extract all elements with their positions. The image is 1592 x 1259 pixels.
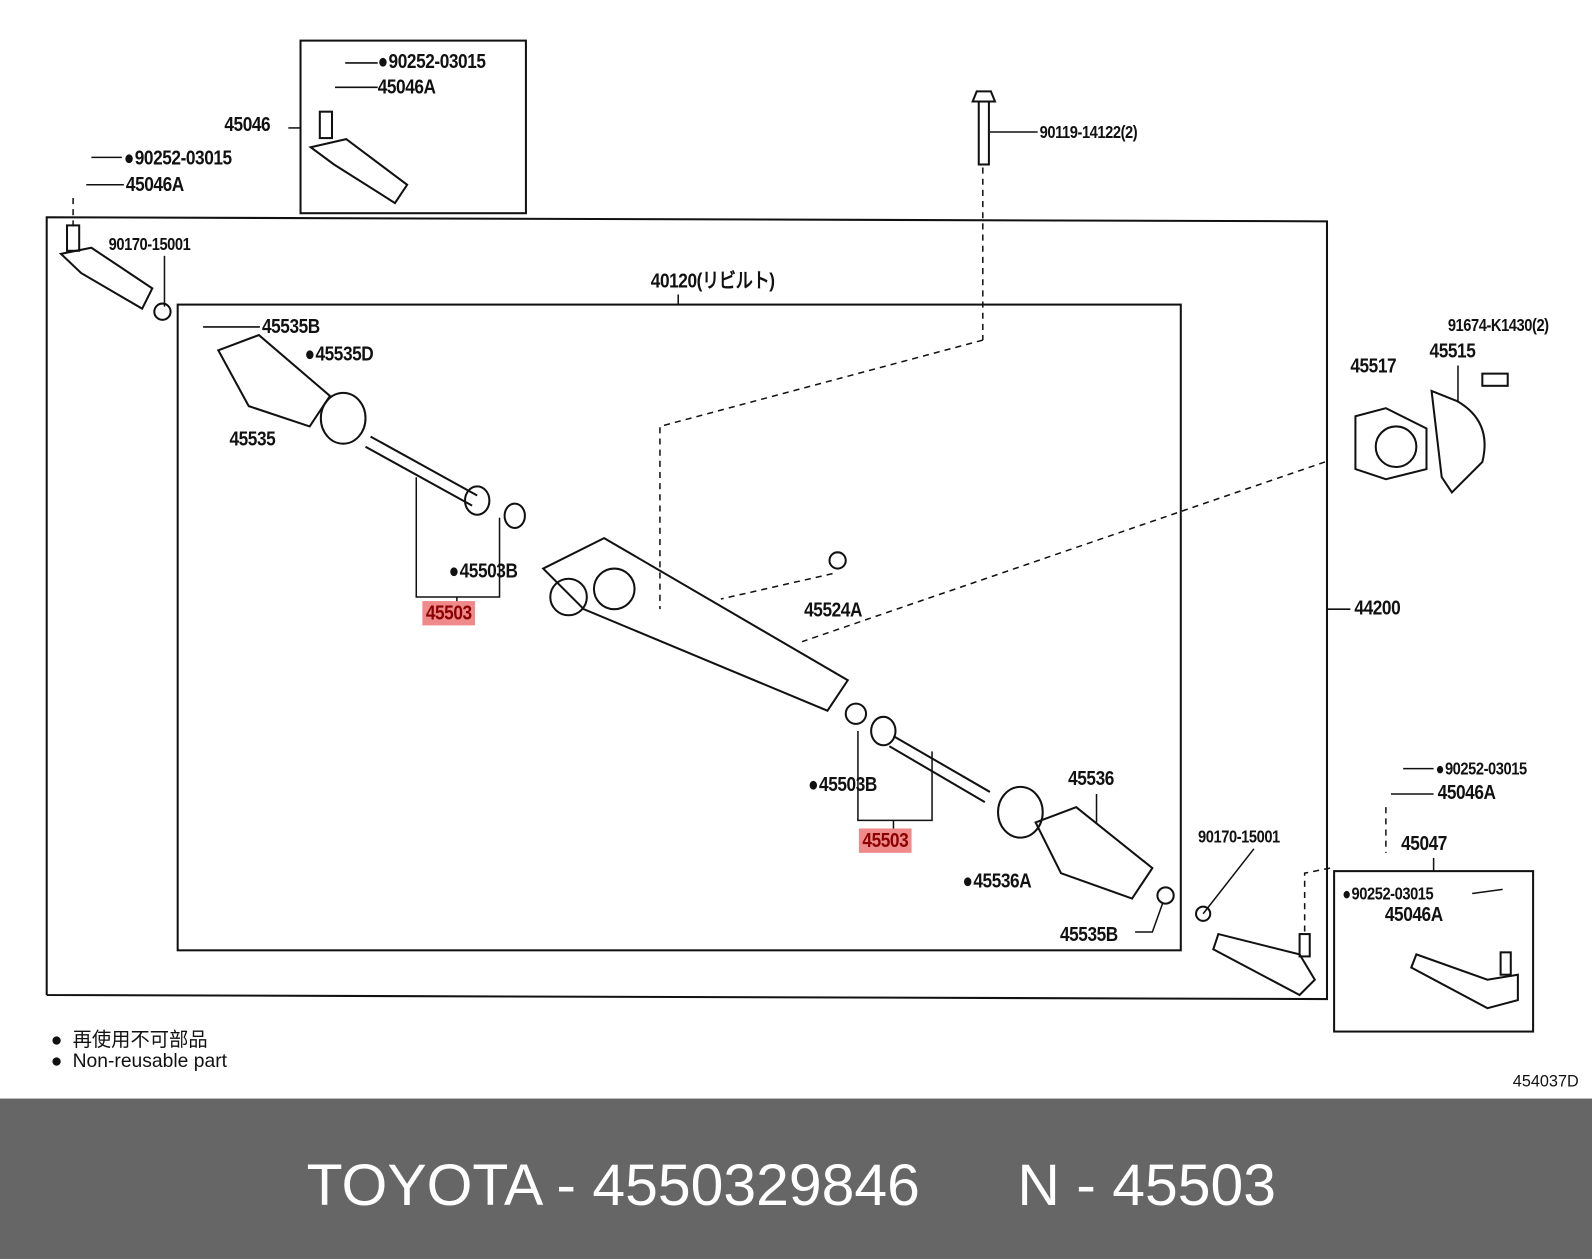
part-label-45535D[interactable]: 45535D — [305, 343, 373, 365]
part-label-45046A[interactable]: 45046A — [1437, 781, 1496, 805]
part-label-45503-highlighted[interactable]: 45503 — [858, 828, 912, 853]
inset-box-45046 — [299, 39, 527, 215]
diagram-code: 454037D — [1512, 1073, 1579, 1091]
part-label-45517[interactable]: 45517 — [1350, 355, 1397, 378]
part-label-45046A[interactable]: 45046A — [125, 173, 184, 196]
part-label-45536[interactable]: 45536 — [1068, 767, 1114, 790]
part-label-45536A[interactable]: 45536A — [963, 870, 1031, 892]
part-label-90252-03015[interactable]: 90252-03015 — [1342, 883, 1434, 905]
part-banner: TOYOTA - 4550329846 N - 45503 — [0, 1098, 1592, 1259]
part-label-45046[interactable]: 45046 — [224, 113, 271, 137]
part-label-90252-03015[interactable]: 90252-03015 — [124, 147, 232, 169]
part-label-45503B[interactable]: 45503B — [808, 774, 877, 796]
part-label-45524A[interactable]: 45524A — [804, 599, 862, 622]
banner-reference: N - 45503 — [1017, 1152, 1276, 1219]
part-label-45535B[interactable]: 45535B — [1059, 923, 1118, 947]
part-label-40120[interactable]: 40120(リビルト) — [650, 270, 775, 293]
part-label-90170-15001[interactable]: 90170-15001 — [108, 234, 191, 254]
part-label-44200[interactable]: 44200 — [1354, 596, 1401, 620]
assembly-box-44200 — [45, 216, 1329, 1001]
part-label-45503-highlighted[interactable]: 45503 — [422, 601, 476, 626]
legend-non-reusable-en: Non-reusable part — [51, 1051, 227, 1073]
part-label-45535B[interactable]: 45535B — [261, 315, 320, 339]
part-label-91674-K1430[interactable]: 91674-K1430(2) — [1447, 315, 1549, 336]
part-label-45515[interactable]: 45515 — [1429, 340, 1476, 363]
part-label-45503B[interactable]: 45503B — [449, 560, 518, 582]
part-label-45046A[interactable]: 45046A — [377, 76, 436, 99]
legend-non-reusable-jp: 再使用不可部品 — [51, 1024, 208, 1051]
banner-brand-part-number: TOYOTA - 4550329846 — [306, 1152, 920, 1219]
part-label-45535[interactable]: 45535 — [229, 428, 276, 451]
assembly-box-40120 — [176, 303, 1182, 952]
part-label-45047[interactable]: 45047 — [1401, 832, 1447, 855]
part-label-90252-03015[interactable]: 90252-03015 — [378, 51, 486, 73]
part-label-90119-14122[interactable]: 90119-14122(2) — [1039, 122, 1138, 143]
part-label-90252-03015[interactable]: 90252-03015 — [1436, 758, 1527, 780]
part-label-45046A[interactable]: 45046A — [1384, 903, 1443, 926]
parts-shapes — [58, 90, 1519, 1010]
part-label-90170-15001[interactable]: 90170-15001 — [1198, 827, 1280, 847]
